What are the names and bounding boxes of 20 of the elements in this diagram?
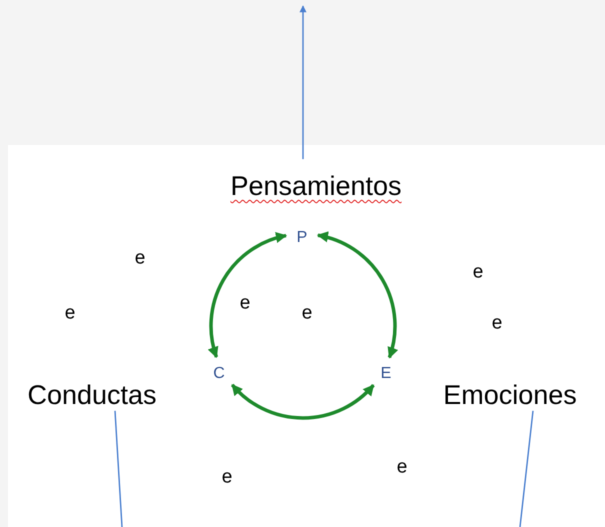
text-label: e bbox=[222, 468, 232, 486]
curved-arrow bbox=[230, 384, 375, 420]
curved-arrow bbox=[316, 232, 398, 359]
concept-label: Emociones bbox=[442, 381, 578, 411]
text-label: e bbox=[302, 304, 312, 322]
text-label: e bbox=[134, 248, 146, 268]
letter-label: E bbox=[380, 365, 392, 383]
concept-label: Pensamientos bbox=[229, 172, 403, 202]
curved-arrow bbox=[208, 232, 288, 358]
line bbox=[114, 410, 123, 527]
letter-label: P bbox=[296, 229, 308, 247]
arrow bbox=[300, 5, 306, 160]
line bbox=[519, 410, 534, 527]
concept-label: Conductas bbox=[26, 381, 158, 411]
text-label: e bbox=[472, 262, 484, 282]
text-label: e bbox=[396, 458, 408, 476]
text-label: e bbox=[64, 304, 76, 322]
text-label: e bbox=[492, 314, 502, 332]
text-label: e bbox=[240, 294, 250, 312]
letter-label: C bbox=[212, 365, 226, 383]
